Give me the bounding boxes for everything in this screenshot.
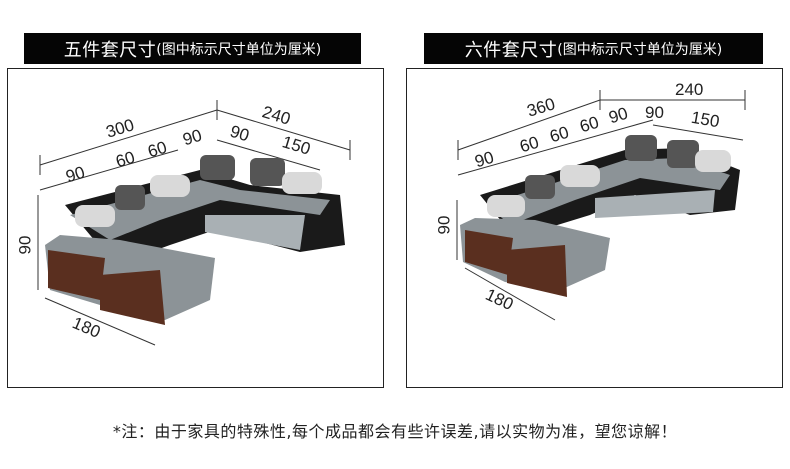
panel-title: 六件套尺寸 [464, 39, 558, 61]
sofa-six-piece [460, 135, 740, 297]
sofa-five-piece [45, 155, 345, 325]
panel-title-bar: 六件套尺寸 (图中标示尺寸单位为厘米) [424, 33, 763, 64]
dim-height: 90 [434, 215, 454, 235]
panel-subtitle: (图中标示尺寸单位为厘米) [557, 41, 723, 58]
footnote-disclaimer: *注：由于家具的特殊性,每个成品都会有些许误差,请以实物为准，望您谅解！ [112, 422, 678, 441]
sofa-illustration [456, 90, 746, 321]
panel-title: 五件套尺寸 [63, 39, 157, 61]
dimension-lines [456, 90, 746, 321]
dimension-lines [37, 100, 351, 346]
panel-subtitle: (图中标示尺寸单位为厘米) [156, 41, 322, 58]
dim-total-right: 240 [675, 80, 704, 99]
panel-title-bar: 五件套尺寸 (图中标示尺寸单位为厘米) [24, 33, 361, 64]
panel-six-piece: 六件套尺寸 (图中标示尺寸单位为厘米) [395, 0, 790, 400]
panel-five-piece: 五件套尺寸 (图中标示尺寸单位为厘米) [0, 0, 395, 400]
sofa-illustration [37, 100, 351, 346]
dim-height: 90 [15, 235, 35, 255]
dim-corner: 90 [645, 103, 664, 122]
